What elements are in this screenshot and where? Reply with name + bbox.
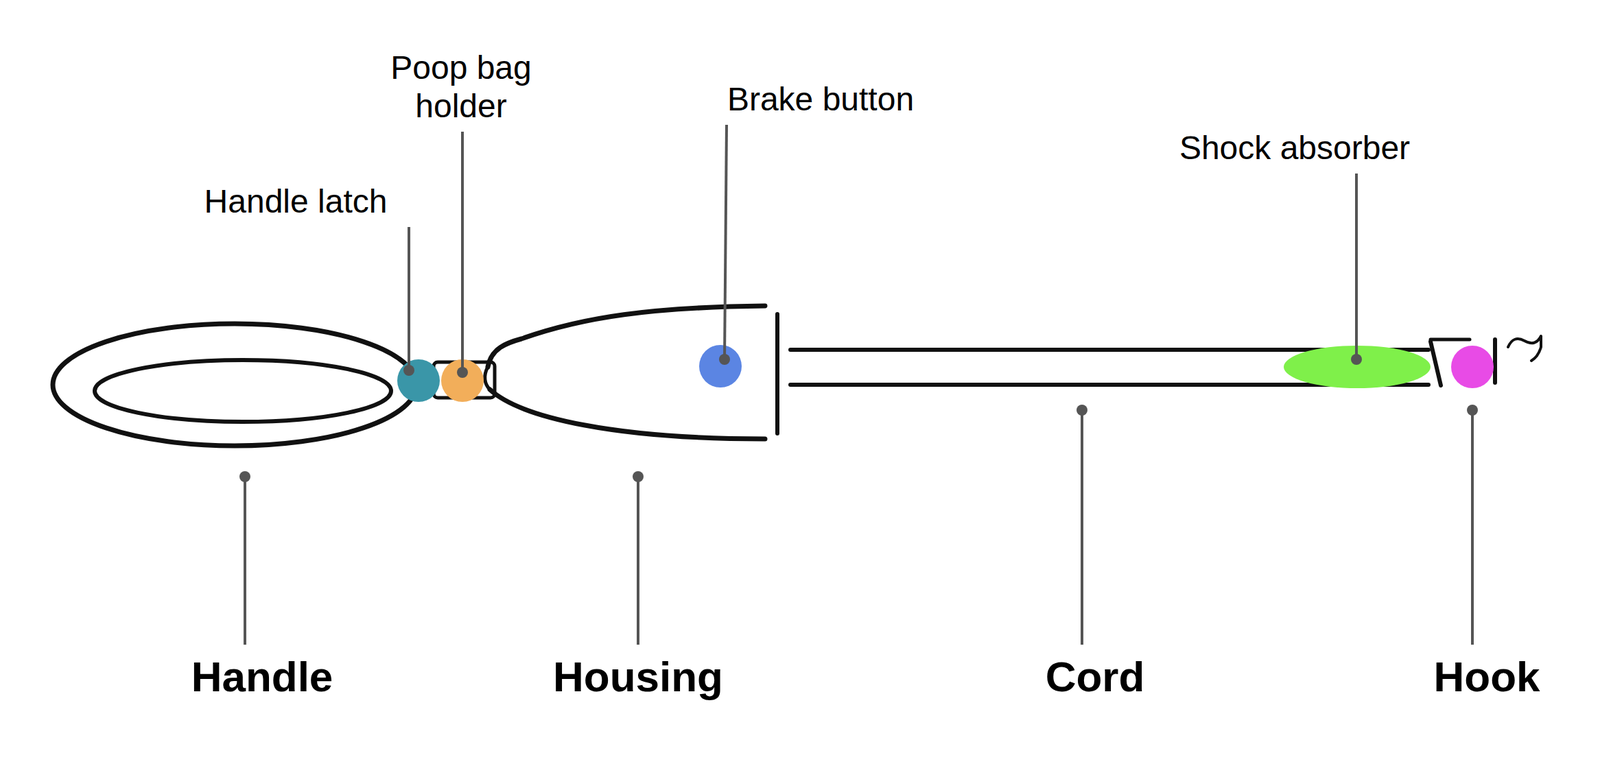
leader-dot bbox=[456, 367, 468, 379]
component-label: Cord bbox=[1045, 651, 1146, 702]
leader-dot bbox=[632, 471, 644, 483]
leash-drawing bbox=[52, 306, 1541, 446]
leader-line bbox=[1080, 410, 1084, 645]
housing-face bbox=[775, 314, 780, 434]
handle-outline bbox=[52, 323, 417, 446]
leader-line bbox=[1471, 410, 1474, 645]
hook-part bbox=[1430, 338, 1470, 342]
latch-marker bbox=[397, 359, 440, 403]
hook-part bbox=[1430, 341, 1441, 386]
part-label: Poop bag holder bbox=[371, 48, 551, 127]
leader-dot bbox=[1350, 354, 1362, 366]
leader-line bbox=[724, 124, 727, 360]
part-label: Brake button bbox=[727, 80, 914, 120]
part-label: Handle latch bbox=[204, 182, 388, 222]
handle-grip bbox=[94, 360, 392, 422]
part-label: Shock absorber bbox=[1179, 128, 1410, 169]
leader-dot bbox=[1466, 404, 1478, 416]
leader-line bbox=[1355, 173, 1358, 360]
leader-line bbox=[636, 476, 640, 645]
component-label: Handle bbox=[191, 651, 334, 702]
hook-clip bbox=[1508, 336, 1541, 361]
housing-tip bbox=[485, 367, 490, 390]
leader-dot bbox=[1076, 404, 1088, 416]
leader-dot bbox=[403, 365, 415, 376]
component-label: Housing bbox=[553, 651, 724, 702]
hook-marker bbox=[1451, 345, 1494, 389]
hook-part bbox=[1492, 339, 1498, 383]
brake-marker bbox=[699, 345, 742, 388]
component-label: Hook bbox=[1433, 651, 1541, 702]
leader-line bbox=[407, 227, 411, 371]
leader-line bbox=[243, 476, 247, 645]
leader-dots bbox=[239, 354, 1478, 483]
leader-line bbox=[461, 131, 464, 373]
leader-lines bbox=[244, 124, 1473, 645]
leader-dot bbox=[719, 354, 731, 366]
leader-dot bbox=[239, 471, 251, 483]
housing-bottom bbox=[489, 389, 766, 440]
